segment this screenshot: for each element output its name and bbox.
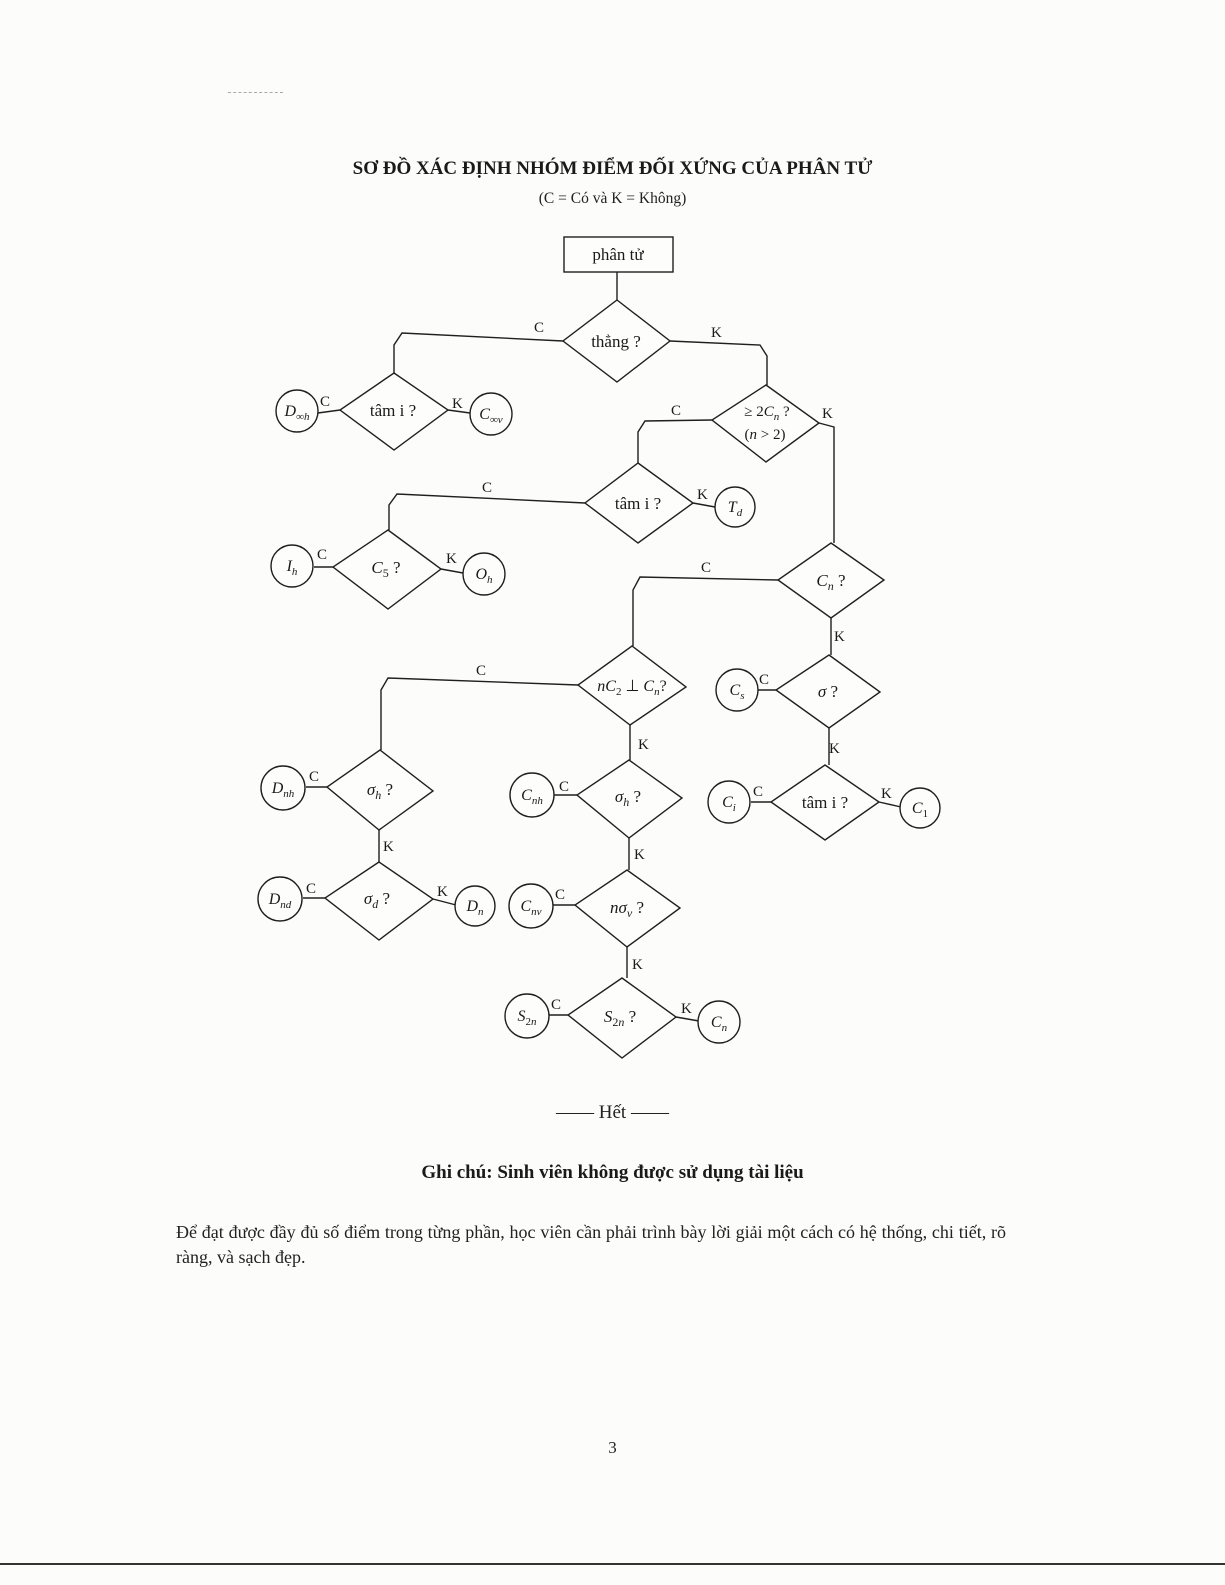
result-s2n: S2n [504, 993, 550, 1039]
decision-mirror-plane: σ ? [774, 654, 882, 729]
no-label: K [632, 957, 643, 973]
end-marker: —— Hết —— [556, 1102, 669, 1123]
bottom-rule [0, 1563, 1225, 1565]
result-cnh: Cnh [509, 772, 555, 818]
start-label: phân tử [592, 245, 644, 264]
svg-text:≥ 2Cn ?: ≥ 2Cn ? [744, 404, 790, 423]
svg-text:C5 ?: C5 ? [371, 558, 400, 580]
no-label: K [829, 741, 840, 757]
yes-label: C [482, 480, 492, 496]
result-cn: Cn [697, 1000, 741, 1044]
no-label: K [638, 737, 649, 753]
connector-lines [303, 272, 902, 1022]
svg-text:σ ?: σ ? [818, 682, 838, 701]
svg-text:tâm i ?: tâm i ? [615, 494, 661, 513]
decision-high-symmetry: ≥ 2Cn ? (n > 2) [710, 384, 821, 463]
result-c-inf-v: C∞v [469, 392, 513, 436]
no-label: K [681, 1001, 692, 1017]
result-d-inf-h: D∞h [275, 389, 319, 433]
result-dnh: Dnh [260, 765, 306, 811]
no-label: K [711, 325, 722, 341]
decision-inversion-center: tâm i ? [583, 462, 695, 544]
no-label: K [446, 551, 457, 567]
decision-perpendicular-c2: nC2 ⊥ Cn? [576, 645, 688, 726]
svg-text:thẳng ?: thẳng ? [591, 332, 641, 351]
yes-label: C [476, 663, 486, 679]
decision-s2n: S2n ? [566, 977, 678, 1059]
start-box: phân tử [563, 236, 674, 273]
svg-text:σd ?: σd ? [364, 889, 390, 911]
decision-sigma-h: σh ? [325, 749, 435, 831]
result-ih: Ih [270, 544, 314, 588]
yes-label: C [534, 320, 544, 336]
decision-cn: Cn ? [776, 542, 886, 619]
page-title: SƠ ĐỒ XÁC ĐỊNH NHÓM ĐIỂM ĐỐI XỨNG CỦA PH… [352, 158, 873, 179]
yes-label: C [559, 779, 569, 795]
yes-label: C [320, 394, 330, 410]
result-dnd: Dnd [257, 876, 303, 922]
svg-text:Cn ?: Cn ? [816, 571, 845, 593]
yes-label: C [753, 784, 763, 800]
instruction-paragraph: Để đạt được đầy đủ số điểm trong từng ph… [176, 1222, 1006, 1267]
decision-inversion-center: tâm i ? [769, 764, 881, 841]
yes-label: C [759, 672, 769, 688]
yes-label: C [671, 403, 681, 419]
branch-labels: C K C K C K C K C K C K C C K K C C C K … [306, 320, 892, 1017]
note-heading: Ghi chú: Sinh viên không được sử dụng tà… [421, 1162, 804, 1183]
yes-label: C [306, 881, 316, 897]
decision-sigma-d: σd ? [323, 861, 435, 941]
yes-label: C [317, 547, 327, 563]
no-label: K [822, 406, 833, 422]
no-label: K [881, 786, 892, 802]
no-label: K [634, 847, 645, 863]
svg-text:σh ?: σh ? [367, 780, 393, 802]
svg-text:tâm i ?: tâm i ? [802, 793, 848, 812]
svg-text:Ci: Ci [722, 794, 736, 814]
result-oh: Oh [462, 552, 506, 596]
no-label: K [437, 884, 448, 900]
svg-text:nC2 ⊥ Cn?: nC2 ⊥ Cn? [597, 678, 666, 698]
no-label: K [697, 487, 708, 503]
decision-sigma-h: σh ? [575, 759, 684, 839]
result-dn: Dn [454, 885, 496, 927]
yes-label: C [551, 997, 561, 1013]
decision-linear: thẳng ? [561, 299, 672, 383]
no-label: K [834, 629, 845, 645]
decision-n-sigma-v: nσv ? [573, 869, 682, 948]
page-subtitle: (C = Có và K = Không) [538, 190, 687, 207]
result-ci: Ci [707, 780, 751, 824]
svg-text:σh ?: σh ? [615, 787, 641, 809]
result-cnv: Cnv [508, 883, 554, 929]
result-cs: Cs [715, 668, 759, 712]
decision-c5: C5 ? [331, 529, 443, 610]
svg-text:nσv ?: nσv ? [610, 898, 644, 920]
yes-label: C [309, 769, 319, 785]
result-td: Td [714, 486, 756, 528]
result-c1: C1 [899, 787, 941, 829]
no-label: K [383, 839, 394, 855]
svg-text:tâm i ?: tâm i ? [370, 401, 416, 420]
point-group-flowchart: C K C K C K C K C K C K C C K K C C C K … [257, 236, 941, 1059]
yes-label: C [701, 560, 711, 576]
scan-artifact [228, 92, 283, 94]
decision-inversion-center: tâm i ? [338, 372, 450, 451]
page-number: 3 [608, 1438, 617, 1457]
svg-text:S2n ?: S2n ? [604, 1007, 636, 1029]
yes-label: C [555, 887, 565, 903]
no-label: K [452, 396, 463, 412]
svg-text:(n > 2): (n > 2) [745, 427, 786, 443]
